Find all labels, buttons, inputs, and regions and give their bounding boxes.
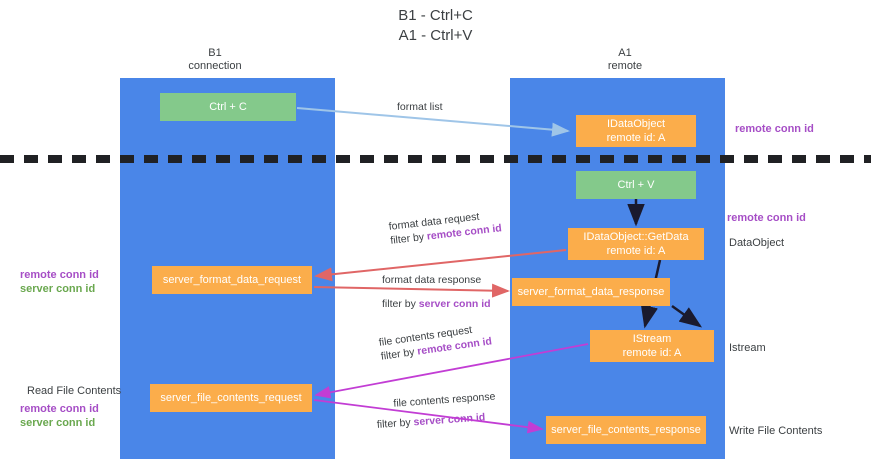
node-idataobject-sub: remote id: A bbox=[606, 132, 666, 144]
node-istream-sub: remote id: A bbox=[622, 347, 682, 359]
label-left-server-conn-id: server conn id bbox=[20, 283, 96, 295]
node-ctrl-v[interactable]: Ctrl + V bbox=[576, 171, 696, 199]
filter-prefix-3: filter by bbox=[380, 345, 419, 363]
label-left-remote-conn-id-2: remote conn id bbox=[20, 403, 99, 415]
column-header-b1-subtitle: connection bbox=[188, 60, 242, 72]
column-header-a1-subtitle: remote bbox=[607, 60, 643, 72]
node-idataobject-getdata[interactable]: IDataObject::GetData remote id: A bbox=[568, 228, 704, 260]
node-ctrl-c[interactable]: Ctrl + C bbox=[160, 93, 296, 121]
node-server-format-data-response-label: server_format_data_response bbox=[517, 286, 665, 298]
edge-label-format-data-response: format data response filter by server co… bbox=[382, 273, 491, 311]
column-header-a1-title: A1 bbox=[618, 47, 632, 59]
column-header-b1-title: B1 bbox=[208, 47, 222, 59]
node-ctrl-c-label: Ctrl + C bbox=[209, 101, 247, 113]
filter-prefix-2: filter by bbox=[382, 298, 419, 310]
node-server-file-contents-request[interactable]: server_file_contents_request bbox=[150, 384, 312, 412]
node-server-format-data-request[interactable]: server_format_data_request bbox=[152, 266, 312, 294]
edge-label-format-list-text: format list bbox=[397, 101, 443, 113]
title-line-1: B1 - Ctrl+C bbox=[398, 7, 473, 24]
filter-key-server-conn-id: server conn id bbox=[418, 298, 491, 310]
title-line-2: A1 - Ctrl+V bbox=[398, 27, 473, 44]
node-server-file-contents-request-label: server_file_contents_request bbox=[160, 392, 302, 404]
edge-label-format-list: format list bbox=[397, 100, 443, 114]
phase-divider bbox=[0, 155, 871, 163]
node-istream[interactable]: IStream remote id: A bbox=[590, 330, 714, 362]
label-write-file-contents: Write File Contents bbox=[729, 425, 823, 437]
page-title: B1 - Ctrl+C A1 - Ctrl+V bbox=[0, 6, 871, 46]
edge-label-format-data-response-filter: filter by server conn id bbox=[382, 297, 491, 311]
filter-prefix: filter by bbox=[389, 230, 428, 247]
node-idataobject-label: IDataObject bbox=[606, 118, 666, 130]
label-remote-conn-id-top: remote conn id bbox=[735, 123, 814, 135]
label-dataobject: DataObject bbox=[729, 237, 785, 249]
edge-label-file-contents-request: file contents request filter by remote c… bbox=[378, 320, 493, 363]
label-left-conn-ids-top: remote conn id server conn id bbox=[20, 268, 120, 296]
edge-label-format-data-response-text: format data response bbox=[382, 274, 482, 286]
node-server-file-contents-response-label: server_file_contents_response bbox=[551, 424, 701, 436]
node-istream-label: IStream bbox=[632, 333, 672, 345]
edge-label-file-contents-response: file contents response filter by server … bbox=[375, 390, 497, 432]
filter-prefix-4: filter by bbox=[376, 416, 414, 431]
node-getdata-label: IDataObject::GetData bbox=[583, 231, 689, 243]
node-server-format-data-response[interactable]: server_format_data_response bbox=[512, 278, 670, 306]
node-server-file-contents-response[interactable]: server_file_contents_response bbox=[546, 416, 706, 444]
label-remote-conn-id-mid: remote conn id bbox=[727, 212, 806, 224]
node-server-format-data-request-label: server_format_data_request bbox=[162, 274, 302, 286]
node-ctrl-v-label: Ctrl + V bbox=[617, 179, 655, 191]
node-idataobject[interactable]: IDataObject remote id: A bbox=[576, 115, 696, 147]
label-read-file-contents: Read File Contents bbox=[27, 385, 122, 397]
node-getdata-sub: remote id: A bbox=[606, 245, 666, 257]
label-istream: Istream bbox=[729, 342, 766, 354]
label-left-server-conn-id-2: server conn id bbox=[20, 417, 96, 429]
filter-key-server-conn-id-2: server conn id bbox=[413, 411, 486, 429]
column-header-b1: B1 connection bbox=[155, 47, 275, 73]
edge-label-format-data-request: format data request filter by remote con… bbox=[388, 207, 502, 248]
column-header-a1: A1 remote bbox=[565, 47, 685, 73]
label-left-conn-ids-bottom: remote conn id server conn id bbox=[20, 402, 120, 430]
label-left-remote-conn-id: remote conn id bbox=[20, 269, 99, 281]
